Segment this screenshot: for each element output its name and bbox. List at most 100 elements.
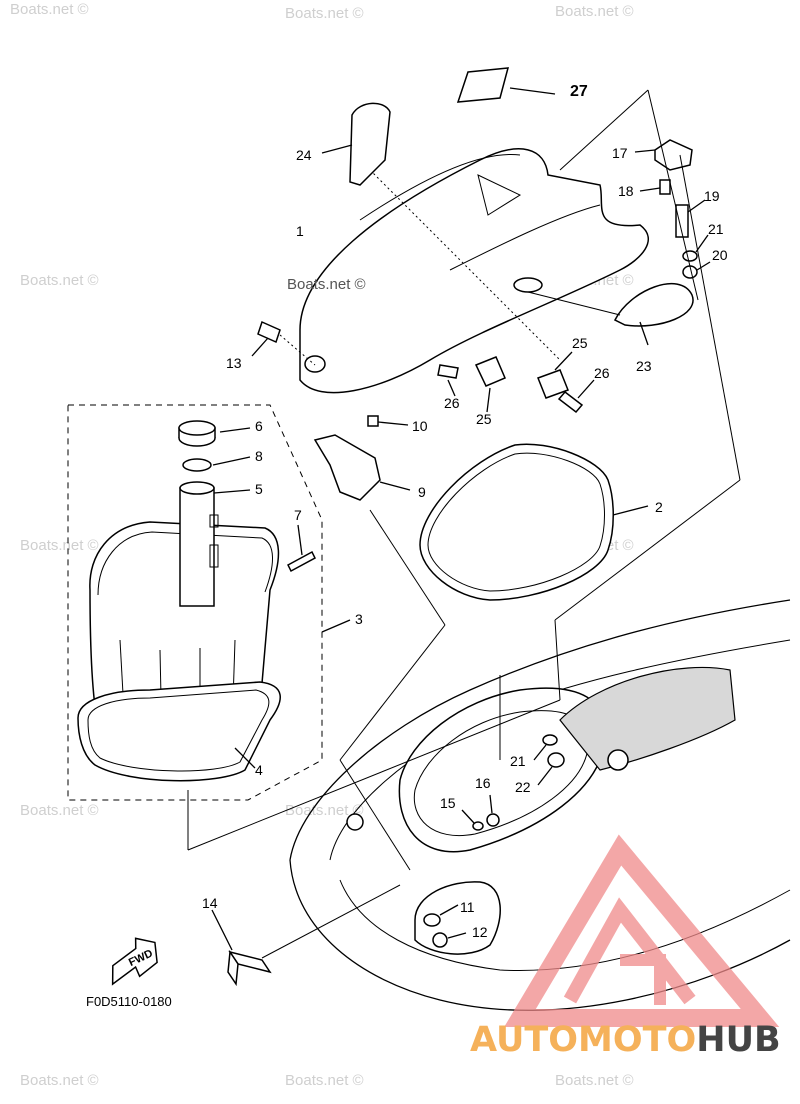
filler-pipe-5 bbox=[179, 487, 215, 607]
bolt-18 bbox=[659, 179, 671, 195]
leader-line bbox=[509, 87, 556, 95]
pipe-clip bbox=[209, 514, 219, 528]
pin-13 bbox=[257, 320, 281, 344]
deck-line bbox=[339, 879, 791, 971]
callout-4: 4 bbox=[255, 762, 263, 778]
plate-25-left bbox=[474, 356, 506, 387]
brand-part-1: AUTOMOTO bbox=[470, 1020, 697, 1060]
watermark-text: Boats.net © bbox=[10, 1, 89, 18]
hood-grommet bbox=[304, 355, 326, 373]
leader-line bbox=[486, 387, 491, 413]
watermark-text: Boats.net © bbox=[555, 1072, 634, 1089]
part-27-label: 27 bbox=[456, 67, 588, 103]
leader-line bbox=[533, 744, 547, 761]
assembly-line bbox=[554, 619, 561, 701]
deck-bottom-edge bbox=[289, 859, 791, 1011]
cap-6-top bbox=[178, 420, 216, 436]
watermark-text: Boats.net © bbox=[555, 3, 634, 20]
nut-22 bbox=[547, 752, 565, 768]
leader-line bbox=[489, 794, 493, 814]
logo-g-bar bbox=[620, 954, 666, 1005]
pipe-clip bbox=[209, 544, 219, 568]
leader-line bbox=[612, 505, 649, 516]
callout-8: 8 bbox=[255, 448, 263, 464]
o-ring-8 bbox=[182, 458, 212, 472]
nut-12 bbox=[432, 932, 448, 948]
leader-line bbox=[211, 909, 233, 951]
callout-5: 5 bbox=[255, 481, 263, 497]
assembly-line bbox=[187, 699, 561, 851]
leader-line bbox=[639, 321, 649, 346]
nut-16 bbox=[486, 813, 500, 827]
assembly-line bbox=[339, 624, 446, 761]
bracket-23 bbox=[613, 283, 694, 327]
brand-part-2: HUB bbox=[696, 1020, 781, 1060]
leader-line bbox=[297, 524, 303, 556]
callout-26-left: 26 bbox=[444, 395, 460, 411]
callout-2: 2 bbox=[655, 499, 663, 515]
leader-line bbox=[321, 619, 351, 633]
brand-logo bbox=[504, 834, 780, 1027]
bolt-26-right bbox=[557, 390, 584, 414]
callout-21: 21 bbox=[708, 221, 724, 237]
pipe-top bbox=[179, 481, 215, 495]
callout-15: 15 bbox=[440, 795, 456, 811]
deck-fitting bbox=[607, 749, 629, 771]
callout-22: 22 bbox=[515, 779, 531, 795]
gasket-inner bbox=[427, 452, 605, 592]
leader-line bbox=[377, 421, 409, 426]
leader-line bbox=[219, 427, 251, 433]
leader-line bbox=[554, 351, 573, 371]
rear-deck-panel bbox=[559, 666, 736, 771]
callout-labels: 1 2 3 4 5 6 7 8 9 10 11 12 13 14 15 16 1… bbox=[202, 145, 728, 940]
leader-line bbox=[537, 766, 553, 786]
seal-gasket bbox=[419, 443, 649, 601]
deck-hole bbox=[346, 813, 364, 831]
tub-seal-inner bbox=[87, 689, 270, 772]
hinge-17 bbox=[654, 139, 693, 171]
leader-line bbox=[379, 481, 411, 491]
watermark-text: Boats.net © bbox=[20, 537, 99, 554]
label-sticker bbox=[456, 67, 510, 103]
callout-14: 14 bbox=[202, 895, 218, 911]
tub-seal-4 bbox=[77, 681, 281, 782]
hinge-parts bbox=[634, 89, 741, 481]
assembly-line bbox=[519, 289, 621, 316]
callout-10: 10 bbox=[412, 418, 428, 434]
watermark-text: Boats.net © bbox=[285, 802, 364, 819]
callout-19: 19 bbox=[704, 188, 720, 204]
callout-3: 3 bbox=[355, 611, 363, 627]
leader-line bbox=[695, 234, 709, 253]
hood-crease bbox=[449, 204, 601, 271]
assembly-line bbox=[554, 479, 741, 621]
leader-line bbox=[447, 932, 467, 939]
callout-25-right: 25 bbox=[572, 335, 588, 351]
leader-line bbox=[212, 456, 251, 466]
bumper-14-side bbox=[227, 949, 239, 987]
part-13-pin bbox=[251, 320, 281, 357]
gasket-outer bbox=[419, 443, 614, 601]
fwd-arrow-icon bbox=[111, 937, 158, 986]
part-23-bracket bbox=[513, 277, 694, 346]
callout-13: 13 bbox=[226, 355, 242, 371]
washer-21-lower bbox=[542, 734, 558, 746]
group-outline bbox=[67, 404, 323, 801]
leader-line bbox=[234, 747, 256, 769]
callout-6: 6 bbox=[255, 418, 263, 434]
leader-line bbox=[696, 261, 711, 271]
hull-deck bbox=[187, 89, 791, 1011]
leader-line bbox=[447, 379, 456, 397]
callout-21-lower: 21 bbox=[510, 753, 526, 769]
inline-watermark: Boats.net © bbox=[287, 276, 366, 293]
washer-21 bbox=[682, 250, 698, 262]
washer-11 bbox=[423, 913, 441, 927]
callout-9: 9 bbox=[418, 484, 426, 500]
leader-line bbox=[321, 144, 353, 154]
assembly-line bbox=[559, 89, 649, 171]
leader-line bbox=[639, 187, 661, 192]
brand-wordmark: AUTOMOTOHUB bbox=[470, 1020, 800, 1060]
assembly-line bbox=[261, 884, 401, 959]
callout-23: 23 bbox=[636, 358, 652, 374]
callout-24: 24 bbox=[296, 147, 312, 163]
